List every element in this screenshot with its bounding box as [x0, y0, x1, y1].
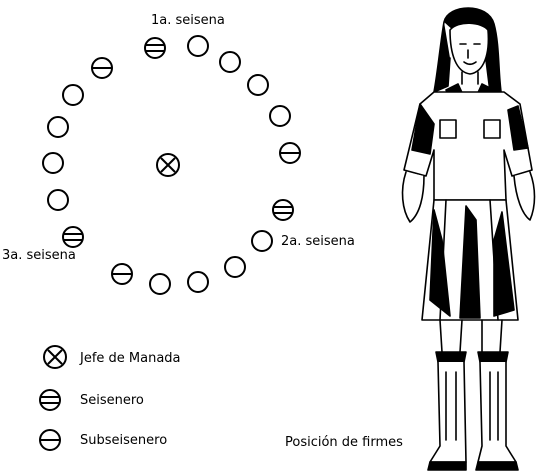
lobato-position — [187, 35, 209, 57]
label-seisena-2: 2a. seisena — [281, 234, 355, 249]
lobato-position — [47, 189, 69, 211]
label-seisena-3: 3a. seisena — [2, 248, 76, 263]
subseisenero-position — [91, 57, 113, 79]
legend-subseisenero-icon — [39, 429, 61, 451]
lobato-position — [149, 273, 171, 295]
subseisenero-position — [111, 263, 133, 285]
legend-seisenero-label: Seisenero — [80, 393, 144, 408]
lobato-position — [269, 105, 291, 127]
lobato-position — [219, 51, 241, 73]
legend-symbols — [39, 345, 67, 451]
jefe-de-manada-position — [156, 153, 180, 177]
scout-standing-illustration — [401, 7, 536, 471]
subseisenero-position — [279, 142, 301, 164]
figure-caption: Posición de firmes — [285, 435, 403, 450]
legend-seisenero-icon — [39, 389, 61, 411]
lobato-position — [251, 230, 273, 252]
seisenero-position — [272, 199, 294, 221]
legend-jefe-label: Jefe de Manada — [80, 351, 181, 366]
seisenero-position — [62, 226, 84, 248]
lobato-position — [42, 152, 64, 174]
lobato-position — [247, 74, 269, 96]
seisenero-position — [144, 37, 166, 59]
legend-jefe-icon — [43, 345, 67, 369]
label-seisena-1: 1a. seisena — [151, 13, 225, 28]
lobato-position — [47, 116, 69, 138]
lobato-position — [224, 256, 246, 278]
lobato-position — [62, 84, 84, 106]
legend-subseisenero-label: Subseisenero — [80, 433, 168, 448]
lobato-position — [187, 271, 209, 293]
